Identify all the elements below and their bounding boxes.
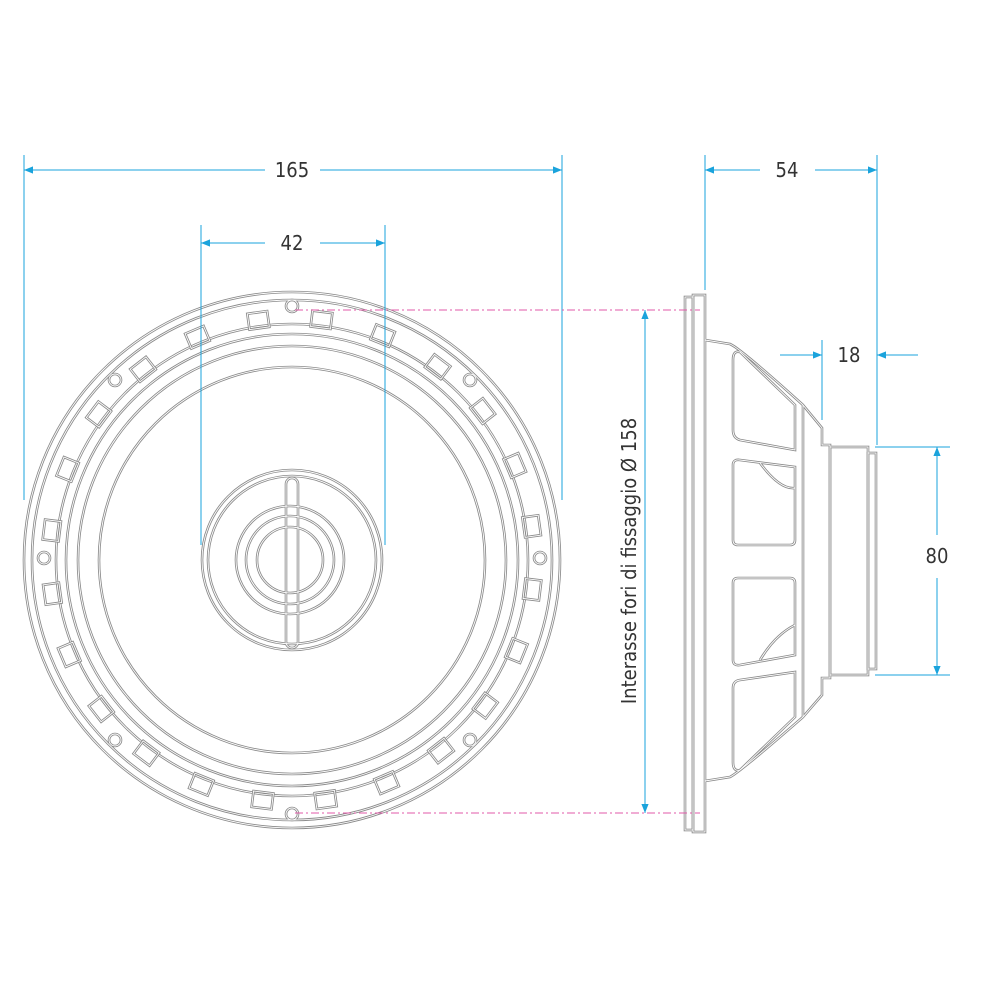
- rim-tab: [183, 324, 212, 351]
- rim-tab: [369, 323, 396, 348]
- rim-tab: [503, 636, 530, 665]
- outline-highlight: [23, 291, 561, 829]
- rim-tab: [504, 637, 529, 664]
- rim-tab: [521, 514, 542, 538]
- rim-tab: [88, 695, 115, 723]
- rim-tab: [373, 770, 400, 795]
- rim-tab: [502, 452, 527, 479]
- rim-tab: [132, 740, 160, 767]
- rim-tab: [372, 769, 401, 796]
- rim-tab: [42, 582, 63, 606]
- rim-tab: [469, 397, 496, 425]
- rim-tab: [187, 771, 216, 798]
- rim-tab: [85, 400, 112, 428]
- rim-tab: [472, 692, 499, 720]
- rim-tab: [368, 322, 397, 349]
- rim-tab: [54, 455, 81, 484]
- rim-tab: [55, 456, 80, 483]
- dim-80-label: 80: [926, 544, 949, 568]
- rim-tab: [501, 451, 528, 480]
- rim-tab: [251, 790, 274, 810]
- rim-tab: [188, 772, 215, 797]
- mounting-hole-spacing-label: Interasse fori di fissaggio Ø 158: [617, 418, 641, 704]
- outline-highlight: [42, 310, 542, 810]
- front-view: [22, 290, 562, 830]
- rim-tab: [57, 641, 82, 668]
- rim-tab: [427, 737, 455, 764]
- rim-tab: [424, 353, 452, 380]
- rim-tab: [56, 640, 83, 669]
- rim-tab: [522, 578, 542, 601]
- dim-18-label: 18: [838, 343, 861, 367]
- dim-54-label: 54: [776, 158, 799, 182]
- side-view: [683, 293, 878, 834]
- rim-tab: [42, 519, 62, 542]
- dim-42-label: 42: [281, 231, 304, 255]
- dim-165-label: 165: [275, 158, 309, 182]
- dimension-lines: [23, 155, 950, 814]
- rim-tab: [246, 310, 270, 331]
- rim-tab: [314, 789, 338, 810]
- rim-tab: [129, 356, 157, 383]
- rim-tab: [310, 310, 333, 330]
- outline-highlight: [684, 294, 877, 833]
- dimension-labels: 165 42 54 18 80 Interasse fori di fissag…: [275, 158, 949, 704]
